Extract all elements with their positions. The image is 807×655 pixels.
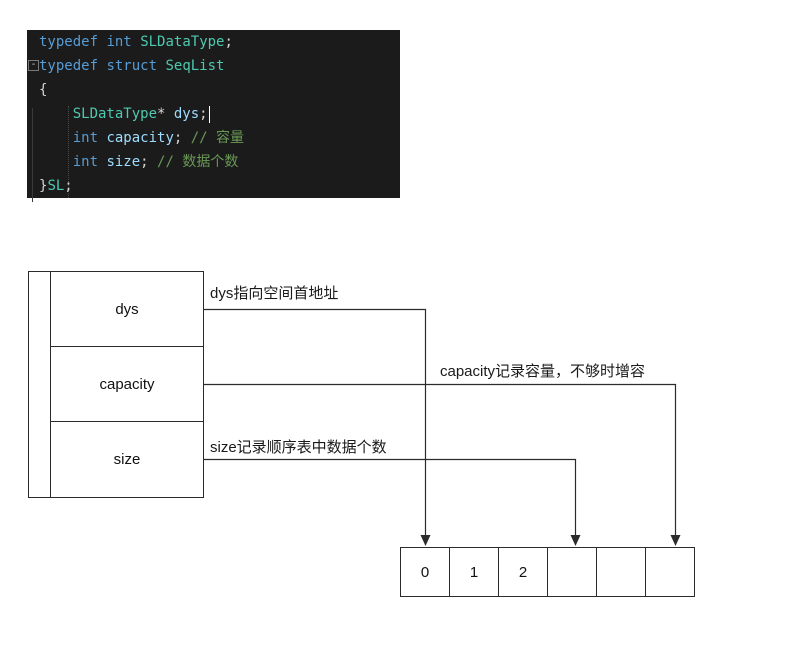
code-editor-panel[interactable]: typedef int SLDataType;-typedef struct S… [27, 30, 400, 202]
field-box-size: size [50, 421, 204, 498]
code-token: capacity [106, 130, 174, 146]
fold-collapse-icon[interactable]: - [28, 60, 39, 71]
code-block[interactable]: typedef int SLDataType;-typedef struct S… [27, 30, 400, 198]
annotation-size: size记录顺序表中数据个数 [210, 439, 387, 456]
code-token: typedef [39, 58, 99, 74]
code-token: * [157, 106, 174, 122]
code-token: ; [64, 178, 73, 194]
code-token: // 容量 [190, 130, 245, 146]
code-line: SLDataType* dys; [27, 102, 400, 126]
code-token: SeqList [165, 58, 225, 74]
code-token [39, 154, 73, 170]
capacity-arrowhead-icon [670, 535, 681, 546]
code-token: int [72, 154, 99, 170]
dys-pointer-line [203, 308, 427, 537]
field-label-dys: dys [115, 300, 139, 318]
code-line: int size; // 数据个数 [27, 150, 400, 174]
code-token: dys [173, 106, 200, 122]
code-token: SLDataType [72, 106, 158, 122]
code-token: typedef [39, 34, 99, 50]
code-token: ; [199, 106, 208, 122]
text-cursor [208, 105, 210, 123]
code-token: ; [173, 130, 191, 146]
code-token [39, 130, 73, 146]
array-cell [645, 547, 695, 597]
code-token: int [72, 130, 99, 146]
code-token: ; [224, 34, 233, 50]
array-cell [547, 547, 597, 597]
code-token [132, 34, 140, 50]
dys-arrowhead-icon [420, 535, 431, 546]
code-token: SLDataType [140, 34, 225, 50]
array-cell: 2 [498, 547, 548, 597]
array-cell: 0 [400, 547, 450, 597]
code-token [39, 106, 73, 122]
code-token: int [106, 34, 132, 50]
capacity-pointer-line [203, 383, 677, 537]
field-box-capacity: capacity [50, 346, 204, 422]
code-line: }SL; [27, 174, 400, 198]
field-label-capacity: capacity [99, 375, 155, 393]
code-token: } [39, 178, 48, 194]
array-row: 0 1 2 [400, 547, 695, 597]
code-line: int capacity; // 容量 [27, 126, 400, 150]
field-label-size: size [113, 451, 141, 468]
array-cell [596, 547, 646, 597]
field-box-dys: dys [50, 271, 204, 347]
code-line: { [27, 78, 400, 102]
code-token: { [39, 82, 48, 98]
struct-bracket [28, 271, 51, 498]
code-token: size [106, 154, 141, 170]
code-token: ; [140, 154, 158, 170]
code-token: SL [47, 178, 65, 194]
code-line: -typedef struct SeqList [27, 54, 400, 78]
size-pointer-line [203, 458, 577, 537]
array-cell: 1 [449, 547, 499, 597]
bracket-scope-guide [32, 108, 33, 202]
code-line: typedef int SLDataType; [27, 30, 400, 54]
code-token: // 数据个数 [157, 154, 239, 170]
annotation-dys: dys指向空间首地址 [210, 285, 339, 302]
indent-guide [68, 106, 69, 198]
size-arrowhead-icon [570, 535, 581, 546]
code-token: struct [106, 58, 158, 74]
annotation-capacity: capacity记录容量，不够时增容 [440, 363, 646, 380]
